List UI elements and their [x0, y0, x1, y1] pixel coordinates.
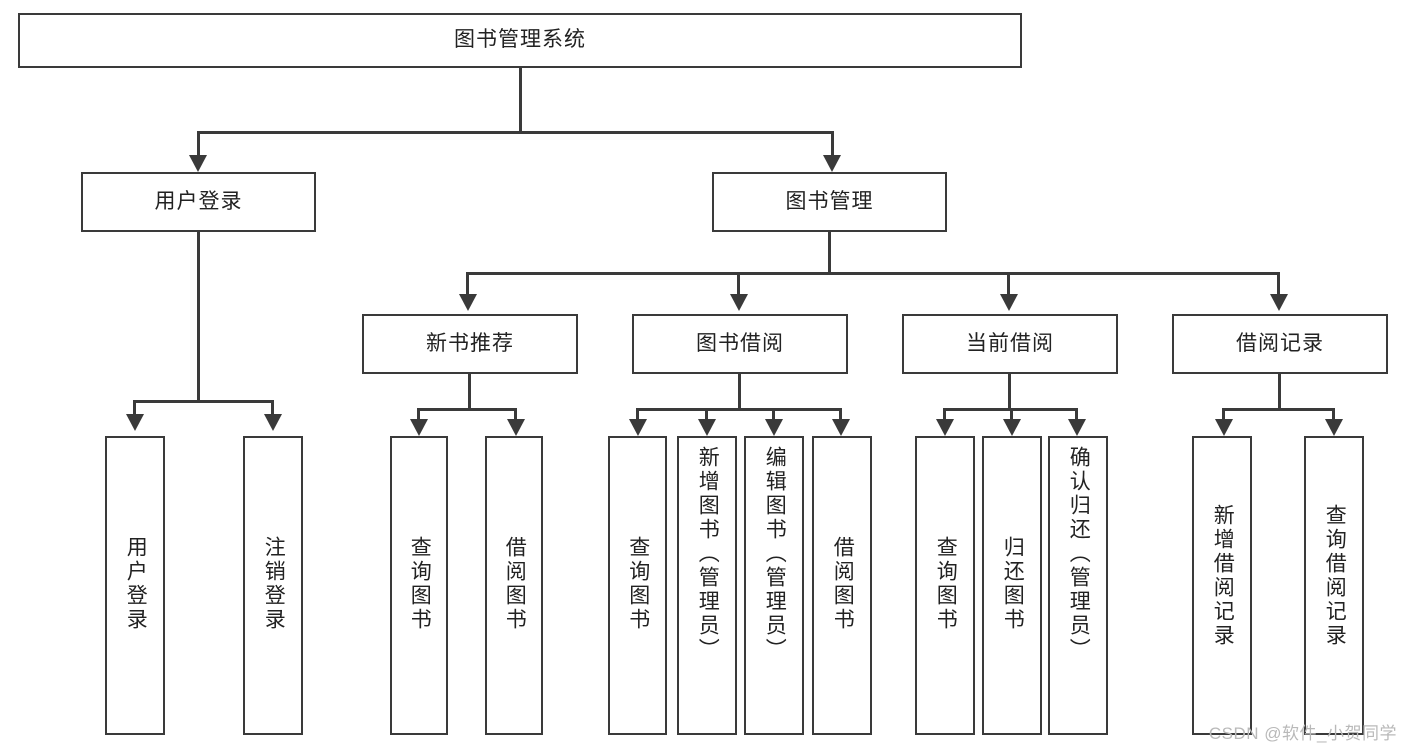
- connector-user-login-right: [271, 400, 274, 415]
- connector-user-login-left: [133, 400, 136, 415]
- leaf-query-book-1-label: 查询图书: [408, 536, 432, 632]
- node-user-login[interactable]: 用户登录: [81, 172, 316, 232]
- connector-borrow-record-trunk: [1278, 374, 1281, 408]
- arrow-current-borrow-leaf-3: [1068, 419, 1086, 436]
- connector-book-manage-bus: [466, 272, 1280, 275]
- arrow-current-borrow-leaf-1: [936, 419, 954, 436]
- leaf-query-record-label: 查询借阅记录: [1323, 504, 1347, 648]
- leaf-edit-book[interactable]: 编辑图书（管理员）: [744, 436, 804, 735]
- arrow-new-book-rec-leaf-2: [507, 419, 525, 436]
- node-root[interactable]: 图书管理系统: [18, 13, 1022, 68]
- node-user-login-label: 用户登录: [154, 189, 243, 213]
- leaf-logout[interactable]: 注销登录: [243, 436, 303, 735]
- connector-to-current-borrow: [1007, 272, 1010, 295]
- leaf-confirm-return[interactable]: 确认归还（管理员）: [1048, 436, 1108, 735]
- leaf-add-book[interactable]: 新增图书（管理员）: [677, 436, 737, 735]
- arrow-borrow-record-leaf-1: [1215, 419, 1233, 436]
- node-book-borrow[interactable]: 图书借阅: [632, 314, 848, 374]
- leaf-return-book-label: 归还图书: [1001, 536, 1025, 632]
- arrow-to-book-borrow: [730, 294, 748, 311]
- arrow-root-to-user-login: [189, 155, 207, 172]
- connector-new-book-rec-l1: [417, 408, 420, 420]
- leaf-query-book-2-label: 查询图书: [626, 536, 650, 632]
- node-new-book-rec-label: 新书推荐: [426, 331, 514, 355]
- leaf-query-record[interactable]: 查询借阅记录: [1304, 436, 1364, 735]
- leaf-return-book[interactable]: 归还图书: [982, 436, 1042, 735]
- leaf-add-book-label: 新增图书（管理员）: [696, 446, 720, 662]
- connector-new-book-rec-l2: [514, 408, 517, 420]
- leaf-add-record[interactable]: 新增借阅记录: [1192, 436, 1252, 735]
- connector-root-trunk: [519, 68, 522, 131]
- leaf-borrow-book-2-label: 借阅图书: [831, 536, 855, 632]
- leaf-query-book-2[interactable]: 查询图书: [608, 436, 667, 735]
- connector-current-borrow-trunk: [1008, 374, 1011, 408]
- leaf-add-record-label: 新增借阅记录: [1211, 504, 1235, 648]
- connector-root-bus: [197, 131, 834, 134]
- connector-to-borrow-record: [1277, 272, 1280, 295]
- leaf-user-login-label: 用户登录: [124, 536, 148, 632]
- connector-new-book-rec-bus: [417, 408, 517, 411]
- connector-borrow-record-l1: [1222, 408, 1225, 420]
- connector-book-borrow-l2: [705, 408, 708, 420]
- leaf-user-login[interactable]: 用户登录: [105, 436, 165, 735]
- node-current-borrow[interactable]: 当前借阅: [902, 314, 1118, 374]
- csdn-watermark: CSDN @软件_小贺同学: [1208, 724, 1397, 743]
- arrow-to-new-book-rec: [459, 294, 477, 311]
- arrow-book-borrow-leaf-1: [629, 419, 647, 436]
- connector-root-to-user-login: [197, 131, 200, 156]
- node-book-borrow-label: 图书借阅: [696, 331, 784, 355]
- connector-current-borrow-l1: [943, 408, 946, 420]
- connector-book-borrow-trunk: [738, 374, 741, 408]
- node-new-book-rec[interactable]: 新书推荐: [362, 314, 578, 374]
- node-book-manage[interactable]: 图书管理: [712, 172, 947, 232]
- leaf-query-book-3-label: 查询图书: [934, 536, 958, 632]
- connector-user-login-bus: [133, 400, 271, 403]
- leaf-query-book-3[interactable]: 查询图书: [915, 436, 975, 735]
- connector-current-borrow-l3: [1075, 408, 1078, 420]
- arrow-to-borrow-record: [1270, 294, 1288, 311]
- arrow-current-borrow-leaf-2: [1003, 419, 1021, 436]
- leaf-logout-label: 注销登录: [262, 536, 286, 632]
- arrow-book-borrow-leaf-3: [765, 419, 783, 436]
- connector-to-new-book-rec: [466, 272, 469, 295]
- connector-borrow-record-bus: [1222, 408, 1335, 411]
- connector-borrow-record-l2: [1332, 408, 1335, 420]
- connector-book-borrow-l3: [772, 408, 775, 420]
- arrow-book-borrow-leaf-2: [698, 419, 716, 436]
- arrow-borrow-record-leaf-2: [1325, 419, 1343, 436]
- node-borrow-record[interactable]: 借阅记录: [1172, 314, 1388, 374]
- leaf-borrow-book-2[interactable]: 借阅图书: [812, 436, 872, 735]
- connector-new-book-rec-trunk: [468, 374, 471, 408]
- leaf-confirm-return-label: 确认归还（管理员）: [1067, 446, 1091, 662]
- node-root-label: 图书管理系统: [454, 28, 586, 52]
- leaf-borrow-book-1-label: 借阅图书: [503, 536, 527, 632]
- leaf-edit-book-label: 编辑图书（管理员）: [763, 446, 787, 662]
- arrow-user-login-leaf-1: [126, 414, 144, 431]
- node-book-manage-label: 图书管理: [785, 189, 874, 213]
- connector-root-to-book-manage: [831, 131, 834, 156]
- node-current-borrow-label: 当前借阅: [966, 331, 1054, 355]
- connector-book-manage-trunk: [828, 232, 831, 272]
- arrow-book-borrow-leaf-4: [832, 419, 850, 436]
- leaf-query-book-1[interactable]: 查询图书: [390, 436, 448, 735]
- arrow-to-current-borrow: [1000, 294, 1018, 311]
- arrow-root-to-book-manage: [823, 155, 841, 172]
- connector-user-login-trunk: [197, 232, 200, 400]
- leaf-borrow-book-1[interactable]: 借阅图书: [485, 436, 543, 735]
- connector-book-borrow-l1: [636, 408, 639, 420]
- arrow-new-book-rec-leaf-1: [410, 419, 428, 436]
- connector-book-borrow-l4: [839, 408, 842, 420]
- connector-current-borrow-l2: [1010, 408, 1013, 420]
- node-borrow-record-label: 借阅记录: [1236, 331, 1324, 355]
- connector-to-book-borrow: [737, 272, 740, 295]
- connector-book-borrow-bus: [636, 408, 842, 411]
- arrow-user-login-leaf-2: [264, 414, 282, 431]
